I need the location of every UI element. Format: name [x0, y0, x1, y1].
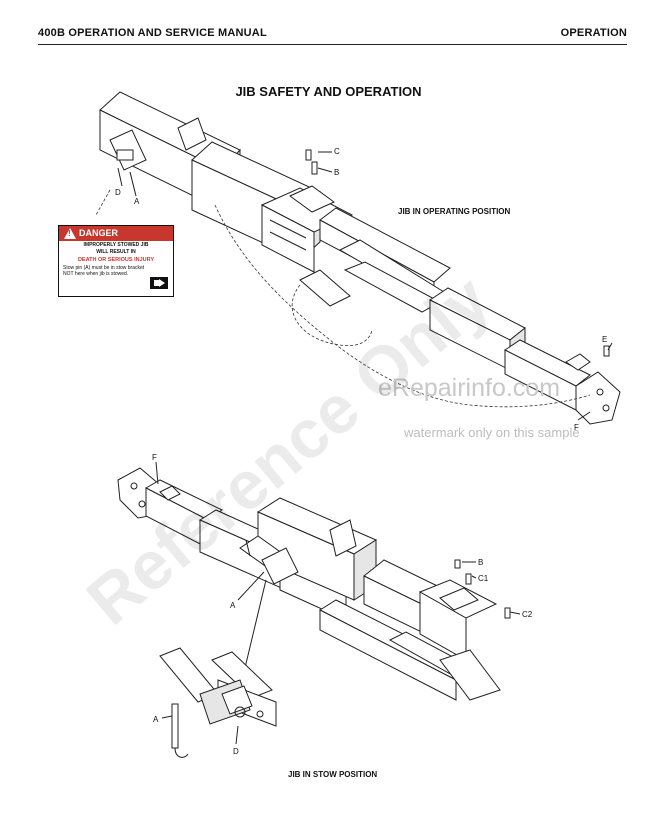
callout-f-top: F: [574, 423, 579, 432]
callout-e-top: E: [602, 335, 607, 344]
callout-d-top: D: [115, 188, 121, 197]
callout-d-bottom: D: [233, 747, 239, 756]
callout-f-bottom: F: [152, 453, 157, 462]
callout-c1-bottom: C1: [478, 574, 489, 583]
header-section-name: OPERATION: [560, 27, 627, 39]
danger-line-2: WILL RESULT IN: [96, 249, 136, 255]
danger-warning: DEATH OR SERIOUS INJURY: [77, 257, 155, 263]
stow-position-figure: [117, 461, 521, 758]
danger-decal-heading: DANGER: [59, 226, 173, 241]
callout-b-bottom: B: [478, 558, 483, 567]
watermark-note: watermark only on this sample: [403, 425, 580, 440]
danger-decal: DANGER IMPROPERLY STOWED JIB WILL RESULT…: [58, 225, 174, 297]
callout-b-top: B: [334, 168, 339, 177]
caption-operating-position: JIB IN OPERATING POSITION: [398, 207, 511, 216]
arrow-right-icon: [150, 277, 168, 289]
callout-c2-bottom: C2: [522, 610, 533, 619]
header-manual-title: 400B OPERATION AND SERVICE MANUAL: [38, 27, 267, 39]
callout-a-bottom-upper: A: [230, 601, 236, 610]
warning-triangle-icon: [64, 228, 76, 239]
caption-stow-position: JIB IN STOW POSITION: [288, 770, 377, 779]
header-rule: [38, 44, 627, 45]
page-title: JIB SAFETY AND OPERATION: [235, 84, 422, 99]
danger-heading-text: DANGER: [79, 228, 119, 238]
callout-c-top: C: [334, 147, 340, 156]
callout-a-top: A: [134, 197, 140, 206]
callout-a-bottom-lower: A: [153, 715, 159, 724]
watermark-site: eRepairinfo.com: [378, 374, 560, 402]
danger-body: Stow pin (A) must be in stow bracket NOT…: [63, 265, 145, 277]
operating-position-figure: [95, 91, 621, 425]
danger-line-1: IMPROPERLY STOWED JIB: [83, 242, 149, 248]
